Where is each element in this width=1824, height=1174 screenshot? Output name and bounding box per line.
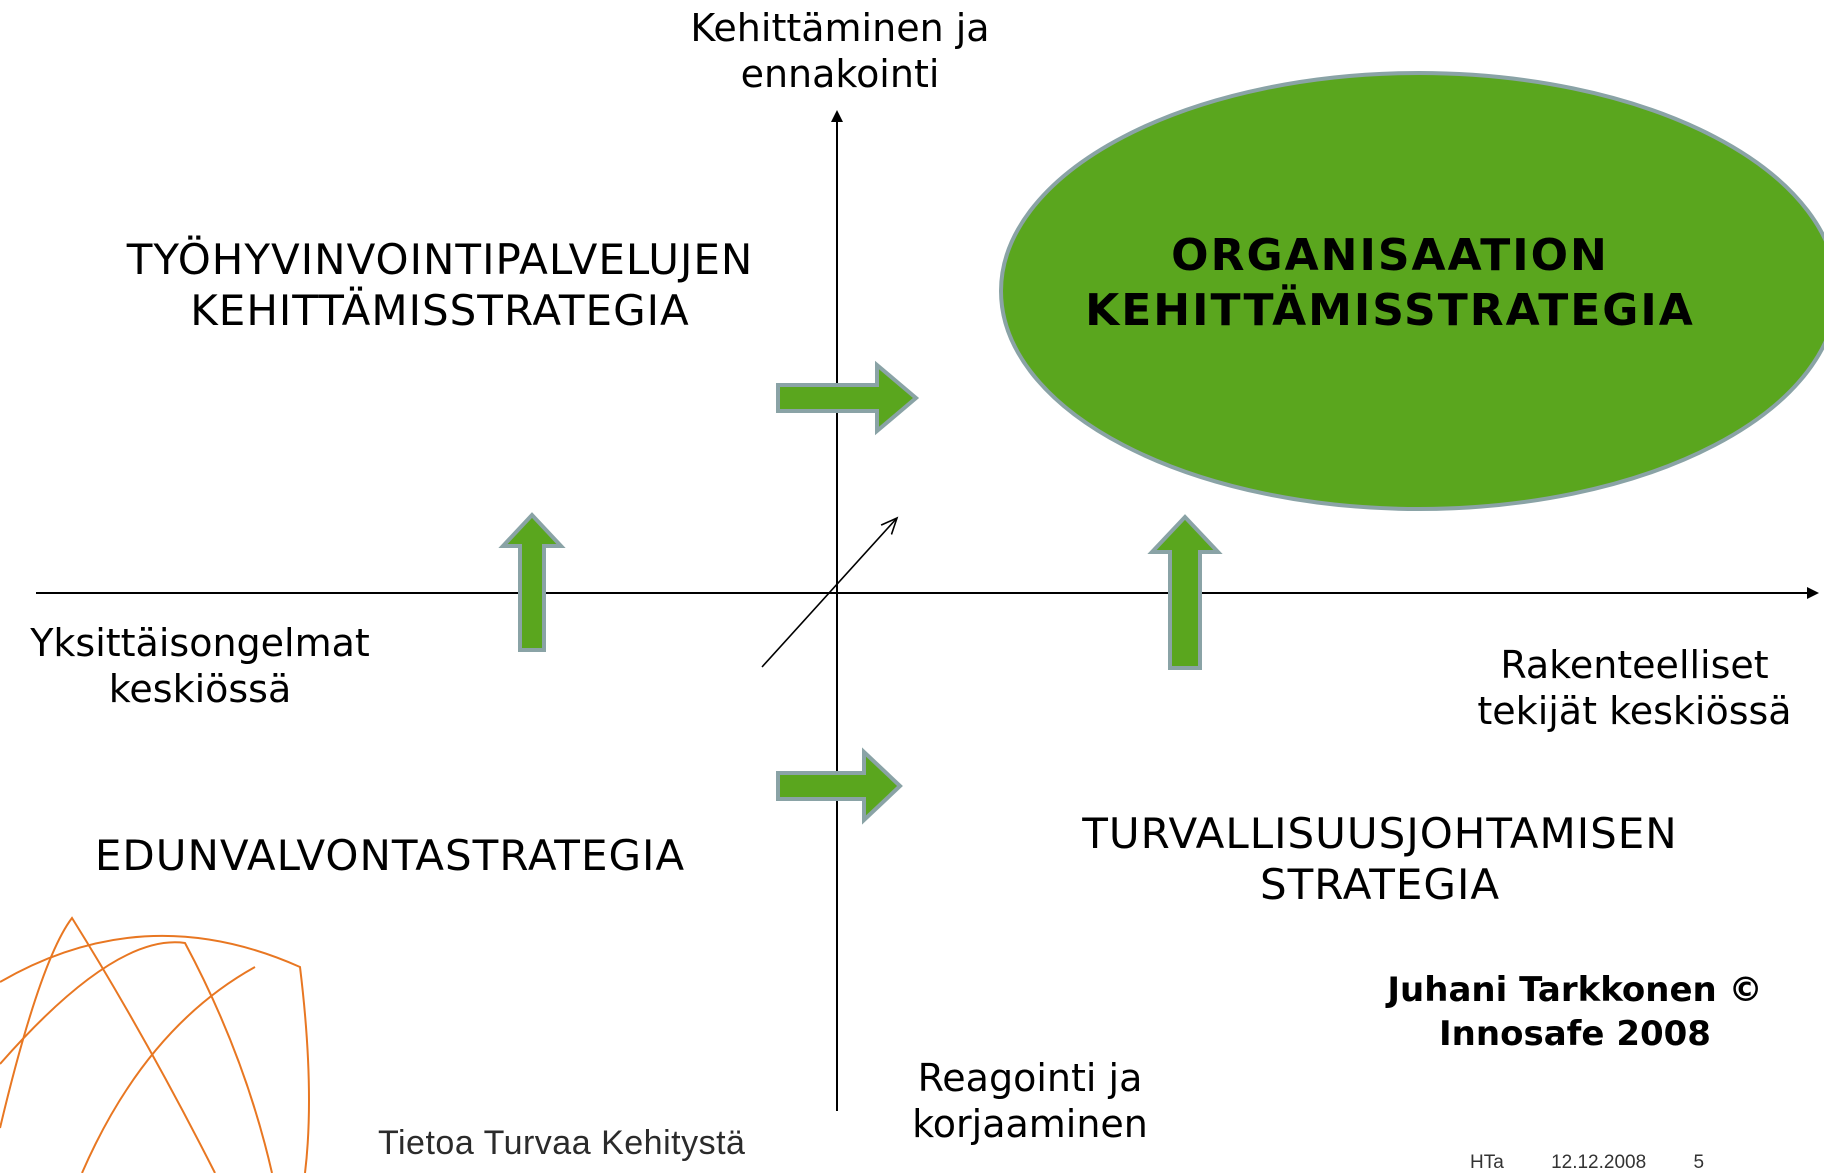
footer-date: 12.12.2008	[1551, 1152, 1647, 1173]
diagonal-arrow	[761, 518, 897, 668]
logo-arc	[0, 916, 216, 1173]
logo-arcs	[0, 916, 310, 1173]
axis-label-bottom: Reagointi ja korjaaminen	[912, 1056, 1148, 1147]
axis-label-top: Kehittäminen ja ennakointi	[690, 6, 990, 97]
logo-arc	[81, 966, 256, 1173]
quadrant-label-top-left: TYÖHYVINVOINTIPALVELUJEN KEHITTÄMISSTRAT…	[126, 235, 754, 336]
block-arrow-right-upper	[776, 360, 920, 436]
logo-arc	[0, 941, 273, 1173]
block-arrow-right-lower	[776, 747, 903, 825]
slide-footer: HTa 12.12.2008 5	[1470, 1152, 1746, 1174]
quadrant-label-bottom-left: EDUNVALVONTASTRATEGIA	[94, 831, 686, 880]
organisation-strategy-ellipse	[999, 71, 1824, 511]
author-credit: Juhani Tarkkonen © Innosafe 2008	[1387, 970, 1763, 1055]
quadrant-label-top-right: ORGANISAATION KEHITTÄMISSTRATEGIA	[1085, 230, 1695, 336]
footer-initials: HTa	[1470, 1152, 1504, 1173]
quadrant-label-bottom-right: TURVALLISUUSJOHTAMISEN STRATEGIA	[1082, 809, 1678, 910]
axis-label-left: Yksittäisongelmat keskiössä	[30, 621, 370, 712]
logo-tagline: Tietoa Turvaa Kehitystä	[378, 1124, 746, 1162]
block-arrow-up-left	[498, 512, 566, 652]
footer-page-number: 5	[1693, 1152, 1705, 1173]
block-arrow-up-right	[1147, 514, 1223, 670]
axis-label-right: Rakenteelliset tekijät keskiössä	[1477, 643, 1792, 734]
logo-arc	[0, 934, 310, 1173]
